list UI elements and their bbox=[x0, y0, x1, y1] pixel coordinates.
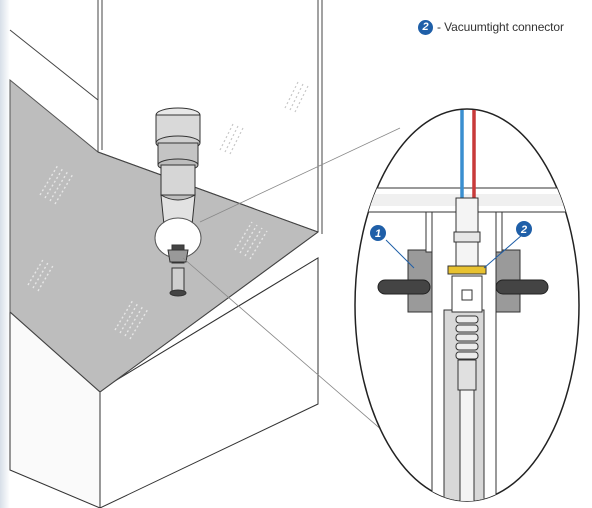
callout-number-2: 2 bbox=[520, 224, 527, 236]
zoom-detail-view: 1 2 bbox=[354, 108, 580, 502]
edge-shading bbox=[0, 0, 10, 508]
callout-line-1 bbox=[385, 239, 415, 269]
glass-walls bbox=[9, 0, 323, 393]
callout-badge-2: 2 bbox=[516, 221, 532, 237]
vacuum-seal bbox=[447, 265, 487, 275]
callout-line-2 bbox=[483, 234, 523, 269]
glass-reflections bbox=[27, 164, 268, 340]
feedthrough-assembly bbox=[154, 107, 202, 297]
callout-badge-1: 1 bbox=[370, 225, 386, 241]
callout-number-1: 1 bbox=[375, 228, 381, 240]
wall-reflections bbox=[219, 81, 309, 155]
legend-item: 2 - Vacuumtight connector bbox=[418, 18, 564, 36]
legend-number-badge: 2 bbox=[418, 19, 433, 35]
legend-label: - Vacuumtight connector bbox=[437, 20, 564, 34]
